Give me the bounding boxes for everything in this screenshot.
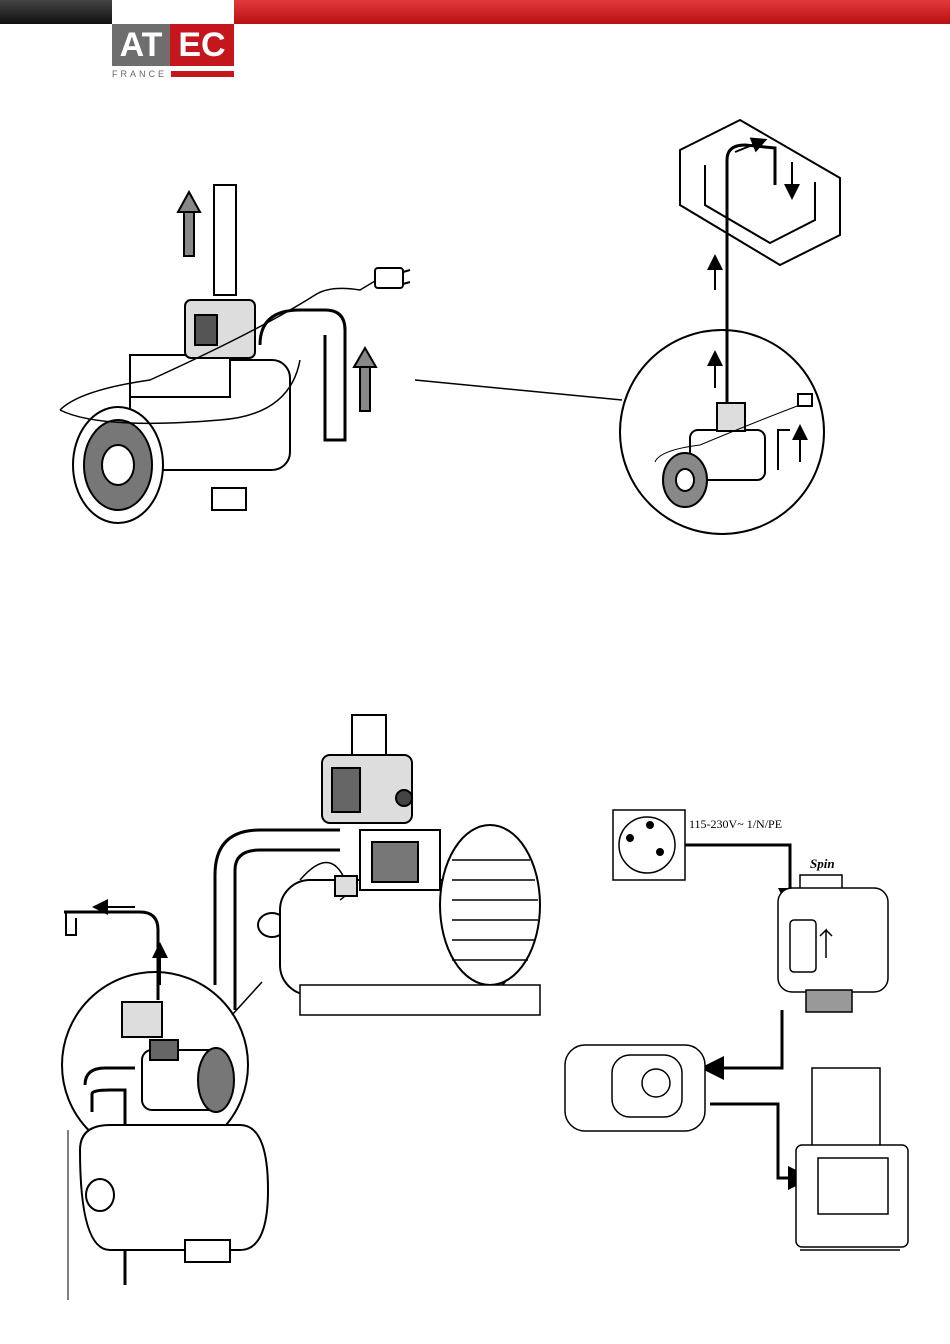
tank-overview-figure xyxy=(620,120,840,534)
flow-arrow-up-icon xyxy=(178,192,200,256)
callout-line xyxy=(415,380,622,400)
wiring-diagram xyxy=(565,810,908,1250)
voltage-label: 115-230V~ 1/N/PE xyxy=(689,817,782,832)
flow-arrow-inlet-icon xyxy=(354,348,376,411)
spin-label: Spin xyxy=(810,856,835,872)
socket-icon xyxy=(613,810,685,880)
spin-controller-icon xyxy=(778,875,888,1012)
pump-closeup-figure xyxy=(60,185,410,523)
pump-side-icon xyxy=(565,1045,705,1131)
booster-set-figure xyxy=(62,715,540,1300)
motor-icon xyxy=(796,1068,908,1250)
